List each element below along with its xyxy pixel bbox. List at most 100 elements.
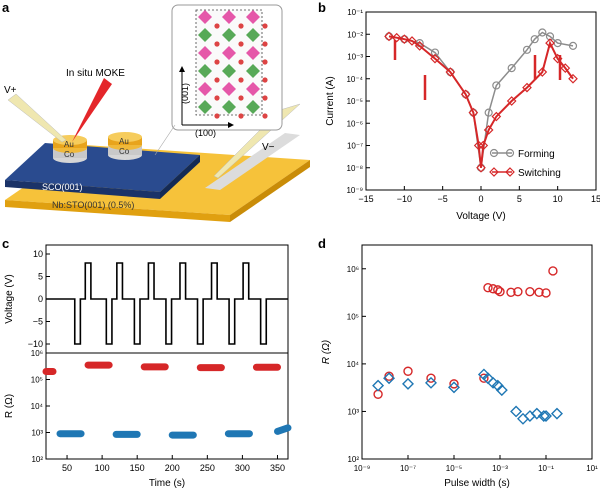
crystal-octahedron (198, 100, 212, 114)
vminus-label: V− (262, 142, 275, 153)
panel-b-xtick-label: 0 (478, 194, 483, 204)
panel-b-point (491, 111, 502, 122)
panel-b-ytick-label: 10⁻⁸ (347, 164, 364, 173)
moke-label: In situ MOKE (66, 68, 125, 79)
legend-switching-marker (489, 167, 499, 177)
panel-d-point-diamond (495, 384, 508, 397)
panel-d-point-circle (548, 266, 558, 276)
electrode-strip (205, 133, 300, 190)
panel-b-legend: Forming Switching (489, 148, 561, 179)
panel-b-point (391, 32, 402, 43)
panel-c-xtick-label: 300 (235, 463, 250, 473)
crystal-octahedron (198, 64, 212, 78)
panel-b-point (530, 35, 539, 44)
crystal-atom (214, 23, 220, 29)
panel-b-point (460, 89, 471, 100)
panel-c-xtick-label: 250 (200, 463, 215, 473)
panel-d-point-diamond (372, 379, 385, 392)
crystal-atom (214, 113, 220, 119)
panel-b-label: b (318, 0, 326, 15)
panel-d-xtick-label: 10⁻¹ (538, 464, 554, 473)
crystal-atom (262, 95, 268, 101)
panel-c-top-ytick-label: −10 (28, 339, 43, 349)
panel-b-point (476, 162, 486, 173)
panel-d-frame (361, 244, 593, 460)
crystal-atom (238, 113, 244, 119)
crystal-octahedron (246, 100, 260, 114)
panel-d-point-circle (506, 287, 516, 298)
panel-b-ytick-label: 10⁻⁵ (347, 97, 363, 106)
crystal-atom (262, 59, 268, 65)
panel-a-label: a (2, 0, 10, 15)
panel-b-xtick-label: −15 (358, 194, 373, 204)
panel-c-voltage-trace (46, 262, 288, 345)
panel-c-resistance-segment (273, 424, 292, 435)
panel-c-bottom-ylabel: R (Ω) (4, 394, 15, 418)
panel-d-point-circle (426, 373, 436, 383)
crystal-atom (262, 113, 268, 119)
panel-c-xtick-label: 50 (62, 463, 72, 473)
panel-b-ytick-label: 10⁻³ (347, 53, 363, 62)
panel-b-point (445, 67, 456, 77)
panel-b-point (468, 107, 479, 118)
axis-001-label: (001) (180, 83, 190, 104)
crystal-octahedron (198, 82, 212, 96)
crystal-atom (238, 95, 244, 101)
panel-d-ytick-label: 10³ (347, 407, 359, 416)
panel-b-xtick-label: 5 (517, 194, 522, 204)
panel-c-xlabel: Time (s) (149, 478, 185, 489)
crystal-octahedron (198, 46, 212, 60)
panel-b-ytick-label: 10⁻⁹ (346, 186, 363, 195)
panel-d-point-diamond (530, 407, 543, 420)
panel-b-point (384, 31, 394, 42)
panel-b-point (492, 81, 501, 90)
substrate-label: Nb:STO(001) (0.5%) (52, 200, 134, 210)
panel-d-point-diamond (383, 372, 396, 385)
crystal-octahedron (246, 64, 260, 78)
crystal-atom (238, 59, 244, 65)
panel-b-xtick-label: −10 (397, 194, 412, 204)
panel-b-point (522, 45, 532, 54)
panel-b-ytick-label: 10⁻⁷ (347, 142, 363, 151)
contact-2-co: Co (119, 147, 130, 156)
panel-d-ytick-label: 10⁶ (347, 265, 359, 274)
panel-c-xtick-label: 150 (130, 463, 145, 473)
panel-d-point-circle (449, 379, 459, 389)
crystal-atom (262, 77, 268, 83)
panel-d-ytick-label: 10⁵ (347, 312, 359, 321)
contact-1-au: Au (64, 140, 74, 149)
panel-c-xtick-label: 200 (165, 463, 180, 473)
panel-c-bottom-ytick-label: 10² (31, 455, 43, 464)
panel-b-point (560, 63, 571, 73)
panel-c-bottom-ytick-label: 10⁶ (31, 349, 43, 358)
crystal-atom (238, 41, 244, 47)
crystal-octahedron (198, 28, 212, 42)
panel-c-bottom-ytick-label: 10⁴ (31, 402, 44, 411)
crystal-atom (238, 23, 244, 29)
panel-b-xtick-label: 15 (591, 194, 600, 204)
crystal-octahedron (246, 82, 260, 96)
contact-2 (108, 132, 142, 160)
panel-d-point-circle (513, 286, 523, 297)
crystal-octahedron (222, 46, 236, 60)
panel-d-point-circle (534, 287, 544, 298)
panel-b-point (399, 34, 410, 45)
panel-b-point (484, 108, 493, 117)
panel-b-point (478, 140, 489, 151)
panel-c-xtick-label: 100 (95, 463, 110, 473)
panel-d-point-diamond (402, 377, 414, 390)
panel-b-point (430, 53, 440, 64)
panel-d-xlabel: Pulse width (s) (444, 478, 510, 489)
panel-b-point (507, 64, 516, 73)
panel-d-point-circle (525, 286, 535, 297)
panel-b-ytick-label: 10⁻¹ (347, 8, 363, 17)
panel-b-point (568, 73, 578, 84)
panel-c-top-ytick-label: 0 (38, 294, 43, 304)
panel-b-point (537, 67, 548, 77)
panel-d-point-diamond (425, 376, 437, 389)
panel-d-xtick-label: 10⁻³ (492, 464, 508, 473)
